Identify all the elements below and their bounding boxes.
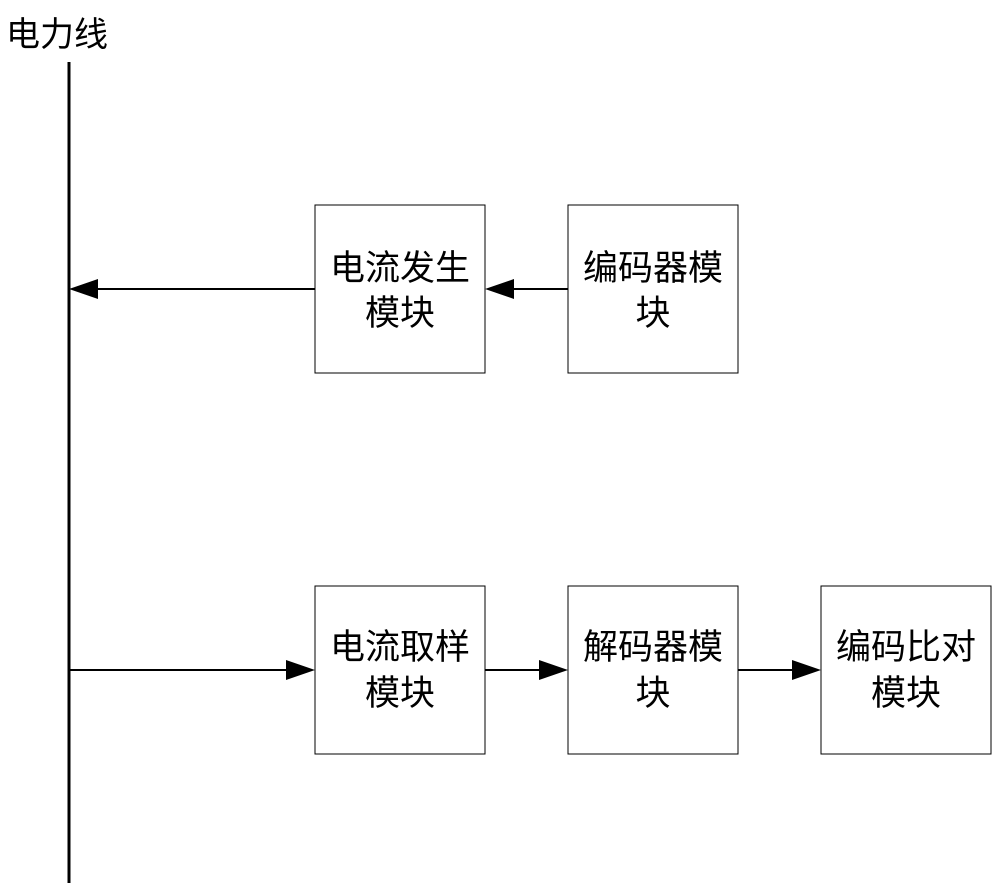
code-comparator-module: 编码比对 模块 bbox=[820, 585, 992, 755]
arrow-powerline-to-sampler bbox=[69, 660, 315, 680]
current-sampler-module: 电流取样 模块 bbox=[314, 585, 486, 755]
arrow-sampler-to-decoder bbox=[485, 660, 568, 680]
decoder-label-1: 解码器模 bbox=[583, 628, 723, 668]
power-line-title: 电力线 bbox=[6, 15, 108, 55]
decoder-label-2: 块 bbox=[635, 674, 670, 714]
current-sampler-label-2: 模块 bbox=[365, 674, 435, 714]
encoder-module: 编码器模 块 bbox=[567, 204, 739, 374]
code-comparator-label-2: 模块 bbox=[871, 674, 941, 714]
current-sampler-label-1: 电流取样 bbox=[330, 628, 470, 668]
code-comparator-label-1: 编码比对 bbox=[836, 628, 976, 668]
arrow-decoder-to-comparator bbox=[738, 660, 821, 680]
encoder-label-1: 编码器模 bbox=[583, 249, 723, 289]
current-generator-module: 电流发生 模块 bbox=[314, 204, 486, 374]
arrow-encoder-to-generator bbox=[485, 279, 568, 299]
decoder-module: 解码器模 块 bbox=[567, 585, 739, 755]
arrow-generator-to-powerline bbox=[69, 279, 315, 299]
current-generator-label-1: 电流发生 bbox=[330, 249, 470, 289]
encoder-label-2: 块 bbox=[635, 294, 670, 334]
current-generator-label-2: 模块 bbox=[365, 294, 435, 334]
